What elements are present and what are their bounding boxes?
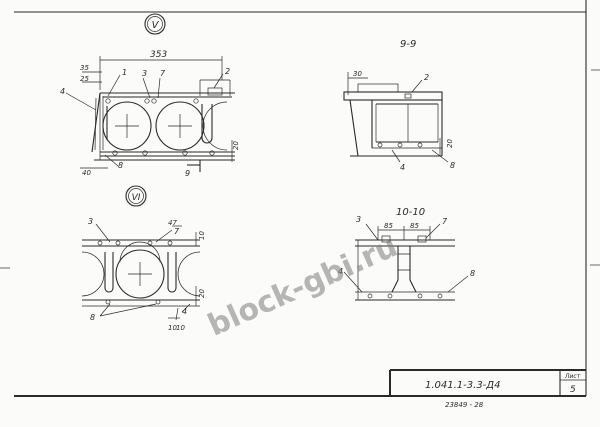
dim-20-v: 20: [232, 141, 240, 150]
mark-10-10-7: 7: [442, 217, 448, 226]
mark-v-3: 3: [142, 69, 147, 78]
mark-10-10-3: 3: [356, 215, 361, 224]
callout-v-label: V: [152, 20, 160, 31]
mark-10-10-4: 4: [338, 267, 343, 276]
section-10-10-label: 10-10: [396, 207, 425, 218]
callout-vi-label: VI: [132, 193, 141, 203]
dim-20-vi: 20: [198, 289, 206, 298]
dim-20-9-9: 20: [446, 139, 454, 148]
sheet-label: Лист: [564, 373, 581, 380]
mark-vi-10: 10: [176, 324, 185, 332]
view-v-drawing: V 353 35 25: [60, 13, 240, 178]
watermark-text: block-gbi.ru: [203, 229, 403, 344]
dim-25: 25: [80, 75, 89, 83]
mark-vi-8: 8: [90, 313, 95, 322]
mark-v-4: 4: [60, 87, 65, 96]
section-marker-9: 9: [185, 169, 190, 178]
section-9-9-drawing: 9-9 30 20 2 4 8: [343, 39, 455, 172]
dim-40: 40: [82, 169, 91, 177]
mark-vi-3: 3: [88, 217, 93, 226]
dim-35: 35: [80, 64, 89, 72]
mark-v-8: 8: [118, 161, 123, 170]
dim-47: 47: [168, 219, 177, 227]
mark-10-10-8: 8: [470, 269, 475, 278]
mark-v-7: 7: [160, 69, 166, 78]
drawing-code: 1.041.1-3.3-Д4: [425, 380, 500, 391]
callout-vi-circle: [125, 185, 147, 207]
mark-v-1: 1: [122, 68, 127, 77]
sheet-number: 5: [570, 385, 576, 395]
dim-10-vi-bottom: 10: [168, 324, 177, 332]
dim-30: 30: [353, 70, 362, 78]
sheet-frame: [0, 0, 600, 397]
section-10-10-drawing: 10-10 85 85 3 7 4 8: [338, 207, 475, 301]
mark-vi-4: 4: [182, 307, 187, 316]
section-9-9-label: 9-9: [400, 39, 416, 50]
mark-9-9-2: 2: [424, 73, 429, 82]
view-vi-drawing: VI 10 20 47 10 3 7 8 4: [81, 185, 206, 332]
dim-85-right: 85: [410, 222, 419, 230]
title-block: 1.041.1-3.3-Д4 Лист 5 23849 - 28: [389, 369, 586, 409]
inventory-number: 23849 - 28: [445, 401, 484, 409]
mark-vi-7: 7: [174, 227, 180, 236]
dim-353: 353: [150, 50, 167, 60]
callout-v-circle: [144, 13, 166, 35]
mark-v-2: 2: [225, 67, 230, 76]
dim-10-vi-top: 10: [198, 231, 206, 240]
dim-85-left: 85: [384, 222, 393, 230]
mark-9-9-8: 8: [450, 161, 455, 170]
mark-9-9-4: 4: [400, 163, 405, 172]
